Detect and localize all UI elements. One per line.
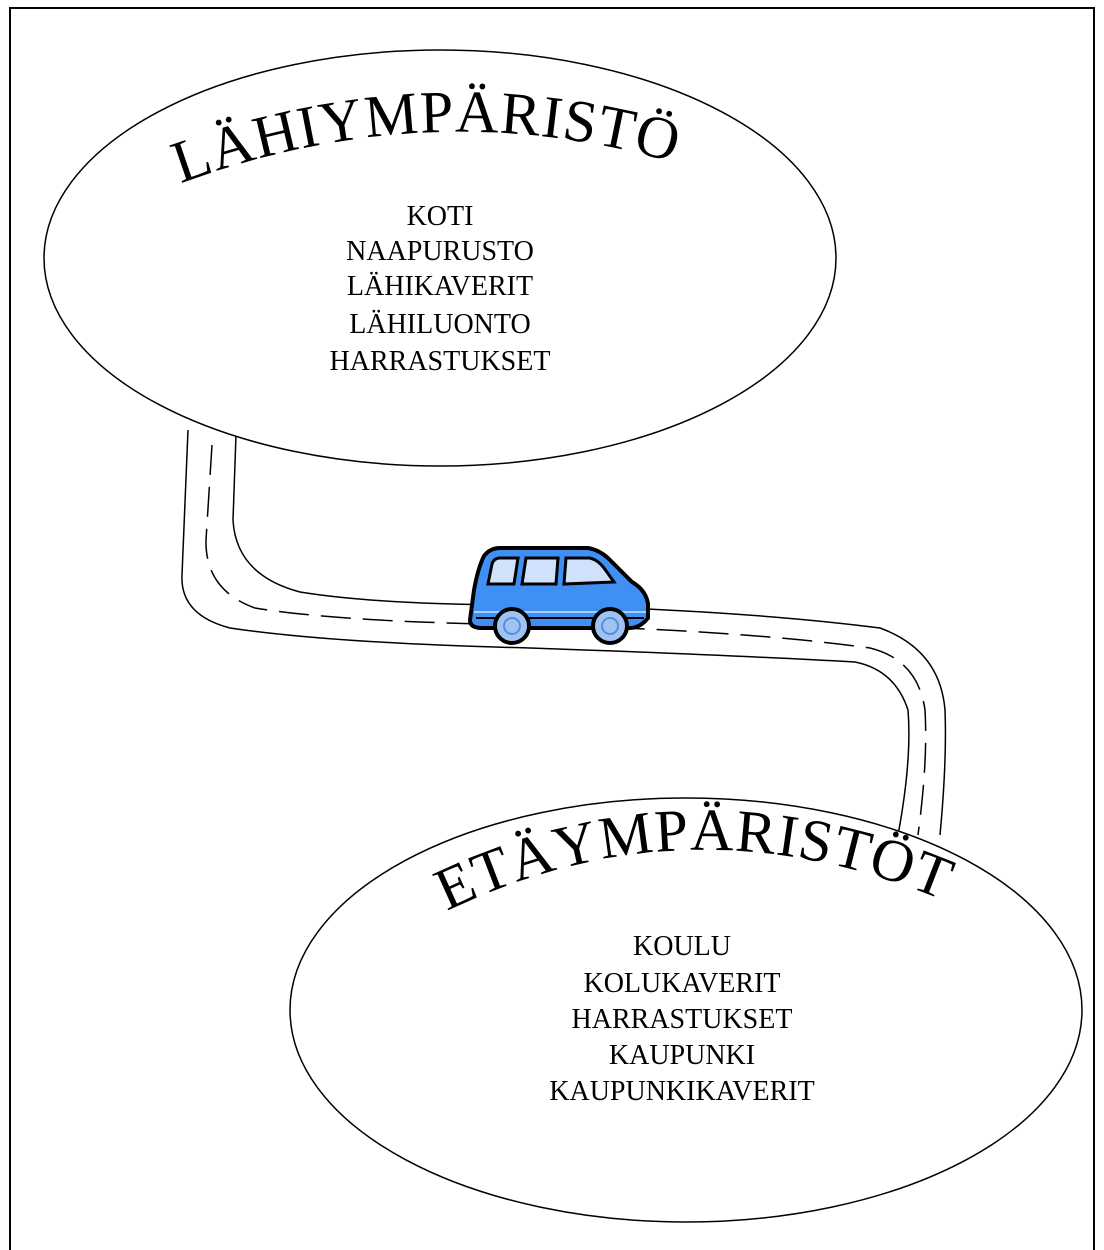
page-frame xyxy=(9,7,1095,1250)
remote-item-kolukaverit: KOLUKAVERIT xyxy=(583,968,780,999)
near-item-harrastukset: HARRASTUKSET xyxy=(330,346,551,377)
remote-item-koulu: KOULU xyxy=(633,931,731,962)
car-window-rear xyxy=(562,556,617,586)
near-environment-bubble: LÄHIYMPÄRISTÖ KOTI NAAPURUSTO LÄHIKAVERI… xyxy=(43,49,837,467)
near-item-lahiluonto: LÄHILUONTO xyxy=(349,309,530,340)
remote-item-harrastukset: HARRASTUKSET xyxy=(572,1004,793,1035)
near-item-naapurusto: NAAPURUSTO xyxy=(346,236,534,267)
remote-item-kaupunki: KAUPUNKI xyxy=(609,1040,755,1071)
remote-environment-bubble: ETÄYMPÄRISTÖT KOULU KOLUKAVERIT HARRASTU… xyxy=(289,797,1083,1223)
car-wheel-rear xyxy=(591,607,629,645)
car-window-middle xyxy=(520,556,560,586)
remote-environment-ellipse xyxy=(289,797,1083,1223)
road xyxy=(181,429,947,836)
car-window-front xyxy=(486,556,520,586)
near-item-koti: KOTI xyxy=(407,201,474,232)
car-icon xyxy=(467,546,650,645)
near-environment-ellipse xyxy=(43,49,837,467)
near-item-lahikaverit: LÄHIKAVERIT xyxy=(347,271,533,302)
remote-item-kaupunkikaverit: KAUPUNKIKAVERIT xyxy=(549,1076,814,1107)
car-wheel-front xyxy=(493,607,531,645)
